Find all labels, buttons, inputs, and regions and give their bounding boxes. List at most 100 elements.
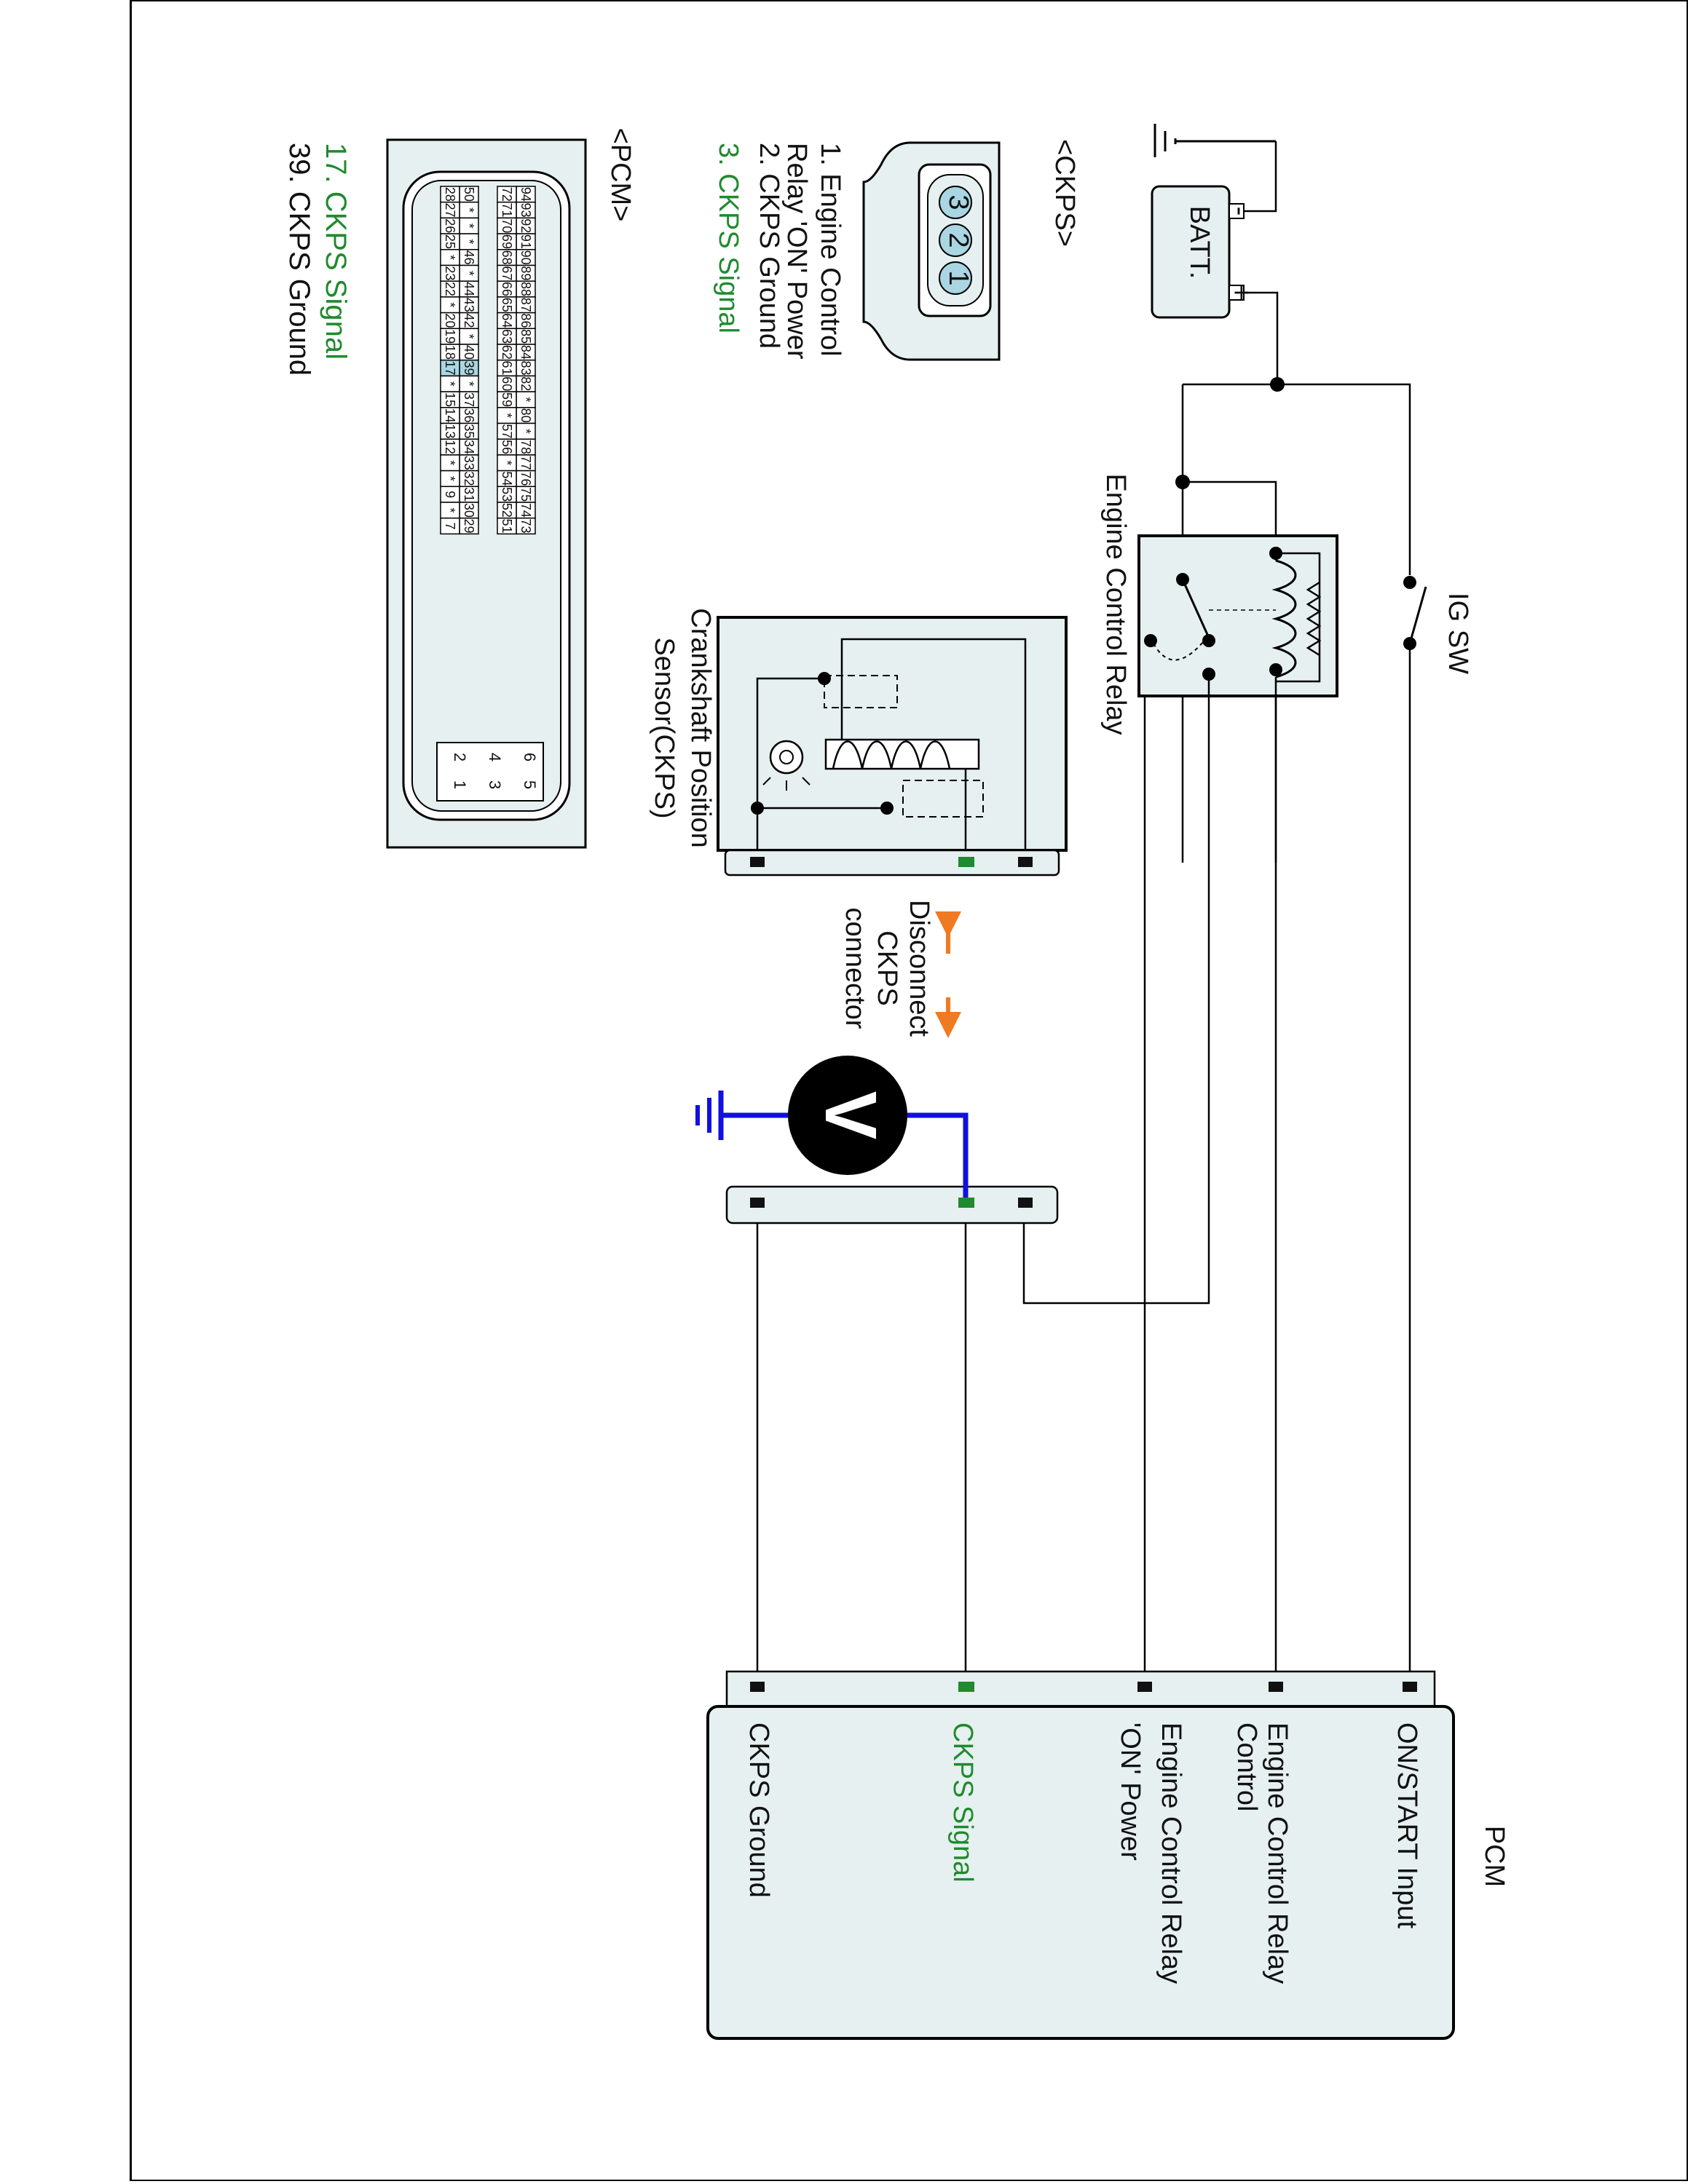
pcm-pin-number: *: [462, 334, 476, 339]
pcm-pin-cell: [440, 517, 460, 535]
pcm-pin-number: 61: [500, 361, 514, 376]
pcm-pin-number: 75: [518, 487, 533, 502]
pcm-pin-number: *: [518, 397, 533, 402]
pcm-pin-number: 76: [518, 471, 533, 486]
ckps-legend-item: 3. CKPS Signal: [713, 143, 744, 333]
pcm-pin-number: 69: [500, 234, 514, 249]
pcm-pin-label-line2: 'ON' Power: [1115, 1722, 1145, 1861]
pcm-pin-number: 89: [518, 266, 533, 280]
pcm-pin-number: *: [500, 413, 514, 418]
ckps-connector-view: <CKPS> 3 2 1: [862, 139, 1080, 361]
pcm-pin-number: *: [462, 381, 476, 387]
pcm-connector-title: <PCM>: [605, 128, 636, 222]
pcm-pin-number: 53: [500, 487, 514, 502]
pcm-pin-number: 50: [462, 187, 476, 202]
pcm-pin-number: *: [443, 302, 457, 307]
pcm-pin-number: 71: [500, 203, 514, 218]
ckps-connector-title: <CKPS>: [1049, 139, 1080, 247]
disconnect-label-3: connector: [840, 908, 870, 1029]
battery-pos: +: [1226, 285, 1256, 301]
pcm-pin-number: 12: [443, 440, 457, 454]
pcm-module: PCM: [706, 1670, 1510, 2040]
pcm-pin-number: 82: [518, 376, 533, 391]
pcm-pin-number: 34: [462, 440, 476, 454]
page-frame: [130, 0, 1688, 2181]
pcm-pin-number: 57: [500, 424, 514, 438]
pcm-pin-number: 83: [518, 361, 533, 376]
pcm-pin-number: 77: [518, 456, 533, 470]
pcm-small-pin-number: 1: [451, 780, 469, 789]
pcm-pin-number: 23: [443, 266, 457, 280]
pcm-pin-number: 56: [500, 440, 514, 454]
pcm-pin-number: *: [443, 460, 457, 465]
pcm-legend-item: 17. CKPS Signal: [320, 143, 352, 360]
pcm-pin-number: 91: [518, 234, 533, 249]
pcm-small-pin-number: 2: [451, 753, 469, 761]
pcm-pin-number: *: [443, 476, 457, 481]
crankshaft-position-sensor: Crankshaft Position Sensor(CKPS): [649, 608, 1068, 877]
sensor-label-2: Sensor(CKPS): [649, 637, 679, 818]
pcm-pin-number: 59: [500, 392, 514, 407]
pcm-pin-number: 74: [518, 503, 533, 518]
pcm-pin-number: *: [462, 223, 476, 229]
pcm-pin-number: 92: [518, 218, 533, 233]
voltmeter: V: [695, 1056, 969, 1198]
pcm-pin-number: 85: [518, 329, 533, 344]
pcm-pin-label: Engine Control Relay: [1262, 1722, 1293, 1984]
pcm-pin-number: 19: [443, 329, 457, 344]
ckps-legend-item: 1. Engine Control: [815, 143, 845, 357]
pcm-pin-number: *: [500, 460, 514, 465]
pcm-pin-number: 18: [443, 345, 457, 360]
pcm-pin-number: 44: [462, 282, 476, 296]
ckps-legend-item: 2. CKPS Ground: [754, 143, 784, 349]
pcm-pin-number: *: [462, 271, 476, 276]
pcm-pin-label: CKPS Ground: [744, 1722, 774, 1898]
pcm-pin-number: 37: [462, 392, 476, 407]
pcm-pin-label-line2: Control: [1231, 1722, 1262, 1812]
pcm-pin-number: 80: [518, 408, 533, 423]
pcm-pin-number: 68: [500, 250, 514, 265]
pcm-pin-number: 27: [443, 203, 457, 218]
pcm-pin-number: 87: [518, 298, 533, 312]
pcm-pin-number: 52: [500, 503, 514, 518]
pcm-pin-number: *: [443, 381, 457, 387]
disconnect-label-1: Disconnect: [904, 900, 934, 1037]
pcm-pin-number: 43: [462, 298, 476, 312]
ckps-pin-1: 1: [943, 270, 974, 285]
pcm-pin-number: 46: [462, 250, 476, 265]
pcm-pin-number: 72: [500, 187, 514, 202]
pcm-pin-number: 60: [500, 376, 514, 391]
pcm-pin-number: 13: [443, 424, 457, 438]
battery-neg: -: [1225, 207, 1255, 216]
pcm-pin-number: 25: [443, 234, 457, 249]
pcm-pin-number: 33: [462, 456, 476, 470]
ckps-legend-item-line2: Relay 'ON' Power: [781, 143, 812, 360]
pcm-pin-number: 70: [500, 218, 514, 233]
pcm-pin-number: 63: [500, 329, 514, 344]
pcm-pin-number: 93: [518, 203, 533, 218]
pcm-pin-number: 7: [443, 523, 457, 530]
battery-label: BATT.: [1184, 206, 1215, 280]
junction: [1175, 475, 1190, 489]
pcm-pin-label: Engine Control Relay: [1156, 1722, 1186, 1984]
pcm-pin-number: 88: [518, 282, 533, 296]
pcm-pin-number: 64: [500, 313, 514, 328]
pcm-pin-grid: 94939291908988878685848382*80*7877767574…: [436, 186, 544, 802]
pcm-pin-number: 35: [462, 424, 476, 438]
pcm-small-pin-number: 6: [521, 753, 539, 761]
harness-connector: [725, 1185, 1059, 1224]
ignition-switch: IG SW: [1403, 576, 1473, 674]
relay-label: Engine Control Relay: [1100, 473, 1131, 735]
relay-wires: [1022, 674, 1277, 1688]
pcm-pin-number: 94: [518, 187, 533, 202]
pcm-pin-number: 86: [518, 313, 533, 328]
pcm-pin-number: 39: [462, 361, 476, 376]
pcm-pin-number: 54: [500, 471, 514, 486]
disconnect-label-2: CKPS: [872, 930, 902, 1005]
pcm-pin-label: ON/START Input: [1392, 1722, 1422, 1928]
pcm-pin-label: CKPS Signal: [947, 1722, 978, 1883]
